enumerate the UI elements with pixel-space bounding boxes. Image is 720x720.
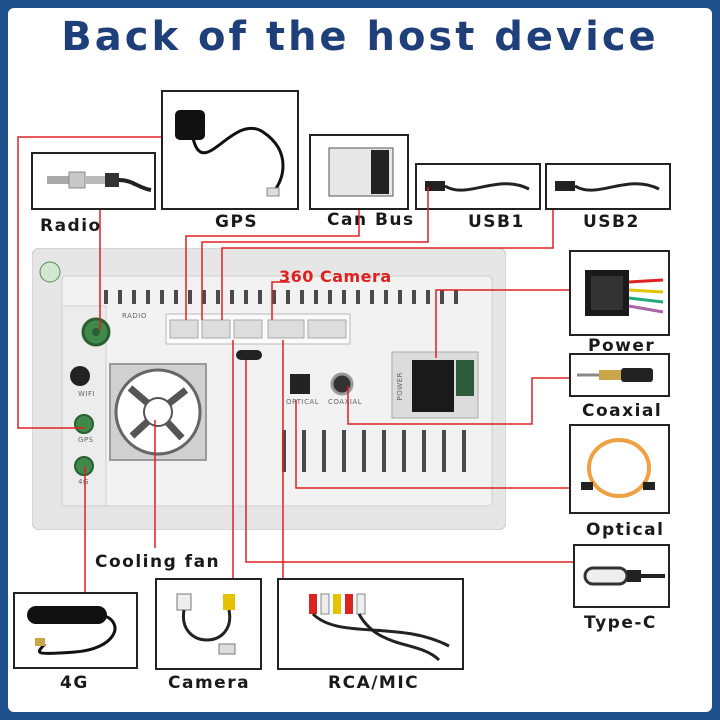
camera-label: Camera <box>166 673 253 693</box>
power-accessory-box <box>569 250 670 336</box>
gps-antenna-image <box>175 110 285 197</box>
radio-accessory-box <box>31 152 156 210</box>
g4-port-text: 4G <box>78 478 89 486</box>
radio-label: Radio <box>38 216 104 236</box>
coaxial-label: Coaxial <box>580 401 665 421</box>
optical-accessory-box <box>569 424 670 514</box>
radio-antenna-image <box>47 171 152 192</box>
rca-mic-accessory-box <box>277 578 464 670</box>
device-chassis-graphic <box>31 247 507 531</box>
radio-port-text: RADIO <box>122 312 147 320</box>
power-harness-image <box>585 270 664 316</box>
power-port-text: POWER <box>396 372 404 401</box>
coaxial-accessory-box <box>569 353 670 397</box>
usb1-accessory-box <box>415 163 541 210</box>
g4-antenna-image <box>27 606 117 655</box>
camera-cable-image <box>176 593 236 655</box>
cooling-fan-label: Cooling fan <box>93 552 223 572</box>
gps-port-text: GPS <box>78 436 94 444</box>
typec-accessory-box <box>573 544 670 608</box>
wifi-port-text: WIFI <box>78 390 96 398</box>
host-device-back: RADIO WIFI GPS 4G OPTICAL COAXIAL POWER <box>31 247 507 531</box>
canbus-label: Can Bus <box>325 210 417 230</box>
usb2-accessory-box <box>545 163 671 210</box>
g4-label: 4G <box>58 673 91 693</box>
usb1-cable-image <box>425 181 530 192</box>
optical-cable-image <box>581 438 655 498</box>
canbus-accessory-box <box>309 134 409 210</box>
typec-cable-image <box>583 566 665 586</box>
rca-mic-label: RCA/MIC <box>326 673 422 693</box>
g4-accessory-box <box>13 592 138 669</box>
canbus-module-image <box>328 147 394 197</box>
coaxial-plug-image <box>577 368 653 382</box>
power-label: Power <box>586 336 658 356</box>
camera-accessory-box <box>155 578 262 670</box>
gps-accessory-box <box>161 90 299 210</box>
rca-mic-cable-image <box>309 593 450 662</box>
optical-port-text: OPTICAL <box>286 398 320 406</box>
usb2-label: USB2 <box>581 212 642 232</box>
usb2-cable-image <box>555 181 660 192</box>
usb1-label: USB1 <box>466 212 527 232</box>
page-title: Back of the host device <box>61 14 659 60</box>
typec-label: Type-C <box>582 613 659 633</box>
camera360-label: 360 Camera <box>279 267 392 286</box>
coaxial-port-text: COAXIAL <box>328 398 363 406</box>
gps-label: GPS <box>213 212 261 232</box>
optical-label: Optical <box>584 520 667 540</box>
